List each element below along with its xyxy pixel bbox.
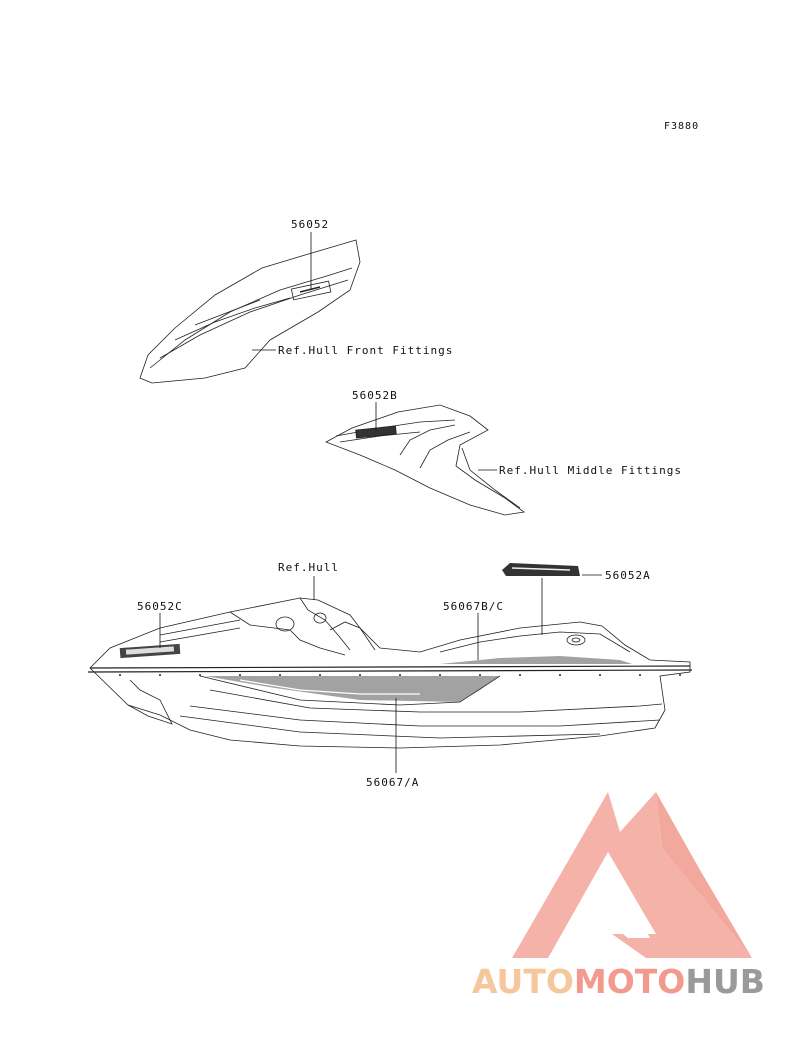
callout-front-part: 56052 [291,218,330,231]
watermark-hub: HUB [685,962,765,1001]
callout-middle-ref: Ref.Hull Middle Fittings [499,464,682,477]
hull-nose-decal [119,643,181,659]
hull-side-stripe-decal [205,656,632,702]
callout-side-a: 56067/A [366,776,420,789]
watermark-moto: MOTO [573,962,686,1001]
callout-decal-a: 56052A [605,569,651,582]
callout-decal-c: 56052C [137,600,183,613]
callout-middle-part: 56052B [352,389,398,402]
middle-panel-decal [325,404,526,516]
hull-body [87,597,693,749]
callout-front-ref: Ref.Hull Front Fittings [278,344,454,357]
watermark-text: AUTOMOTOHUB [472,962,765,1001]
figure-code: F3880 [664,121,700,132]
callout-hull-ref: Ref.Hull [278,561,339,574]
front-panel-decal [139,239,361,384]
rub-rail-fasteners [119,674,681,676]
watermark-triangle-logo [512,792,752,958]
watermark-auto: AUTO [472,962,574,1001]
detached-decal-56052A [502,563,580,576]
callout-side-bc: 56067B/C [443,600,504,613]
